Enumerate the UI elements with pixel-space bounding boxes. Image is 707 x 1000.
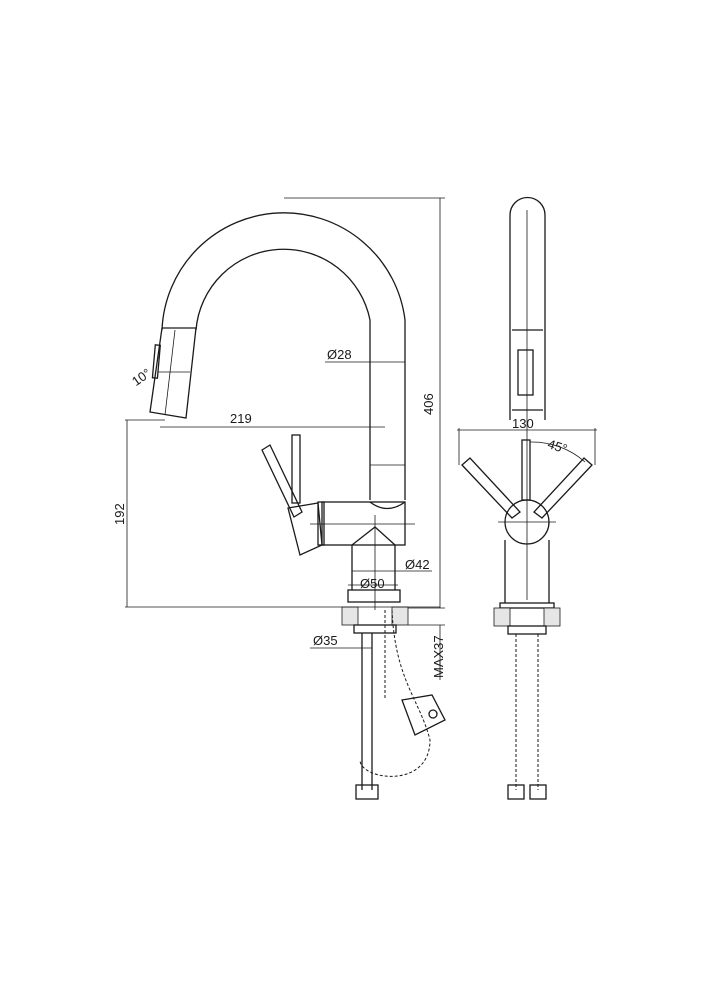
spout-outer xyxy=(161,212,406,500)
front-lever-left xyxy=(461,457,521,519)
front-hoses xyxy=(515,634,539,790)
front-spout xyxy=(509,196,546,420)
lever-upright xyxy=(291,434,301,504)
dimension-lines xyxy=(125,197,445,680)
pullout-head xyxy=(149,327,197,419)
mounting-nut xyxy=(353,624,397,634)
front-view: 130 45° xyxy=(457,196,597,800)
base-ring xyxy=(347,589,401,603)
lever-tilted xyxy=(261,444,303,518)
dim-angle-arc xyxy=(529,441,586,463)
dim-shank-diameter: Ø35 xyxy=(313,633,338,648)
front-fitting-left xyxy=(507,784,525,800)
front-fitting-right xyxy=(529,784,547,800)
dim-reach: 219 xyxy=(230,411,252,426)
dim-spout-diameter: Ø28 xyxy=(327,347,352,362)
handle-block xyxy=(287,502,323,556)
front-mounting-nut xyxy=(507,625,547,635)
supply-fitting xyxy=(355,784,379,800)
spout-socket xyxy=(369,501,406,510)
dim-base-diameter: Ø50 xyxy=(360,576,385,591)
dim-head-angle: 10° xyxy=(129,365,154,389)
side-view: 406 219 192 Ø28 10° Ø42 Ø50 Ø35 MAX37 xyxy=(112,197,446,800)
hose-weight-clip xyxy=(428,709,438,719)
dim-spout-height: 192 xyxy=(112,503,127,525)
front-countertop-right xyxy=(543,607,561,627)
head-centerline xyxy=(164,329,176,416)
front-spray-button xyxy=(517,349,534,396)
spout-inner xyxy=(195,248,371,500)
front-head xyxy=(512,329,543,411)
pullout-hose xyxy=(359,609,431,777)
dim-height-total: 406 xyxy=(421,393,436,415)
front-lever-right xyxy=(533,457,593,519)
front-lever-upright xyxy=(521,439,531,501)
dim-lever-angle: 45° xyxy=(546,436,569,456)
front-base-ring xyxy=(499,602,555,609)
faucet-body xyxy=(321,501,406,546)
spray-button xyxy=(151,344,162,379)
dim-neck-diameter: Ø42 xyxy=(405,557,430,572)
hose-weight xyxy=(401,694,446,736)
countertop-right xyxy=(391,606,409,626)
front-countertop-left xyxy=(493,607,511,627)
dim-max-counter: MAX37 xyxy=(431,635,446,678)
front-body xyxy=(504,540,550,603)
dim-lever-span: 130 xyxy=(512,416,534,431)
handle-cap xyxy=(317,501,325,546)
countertop-left xyxy=(341,606,359,626)
